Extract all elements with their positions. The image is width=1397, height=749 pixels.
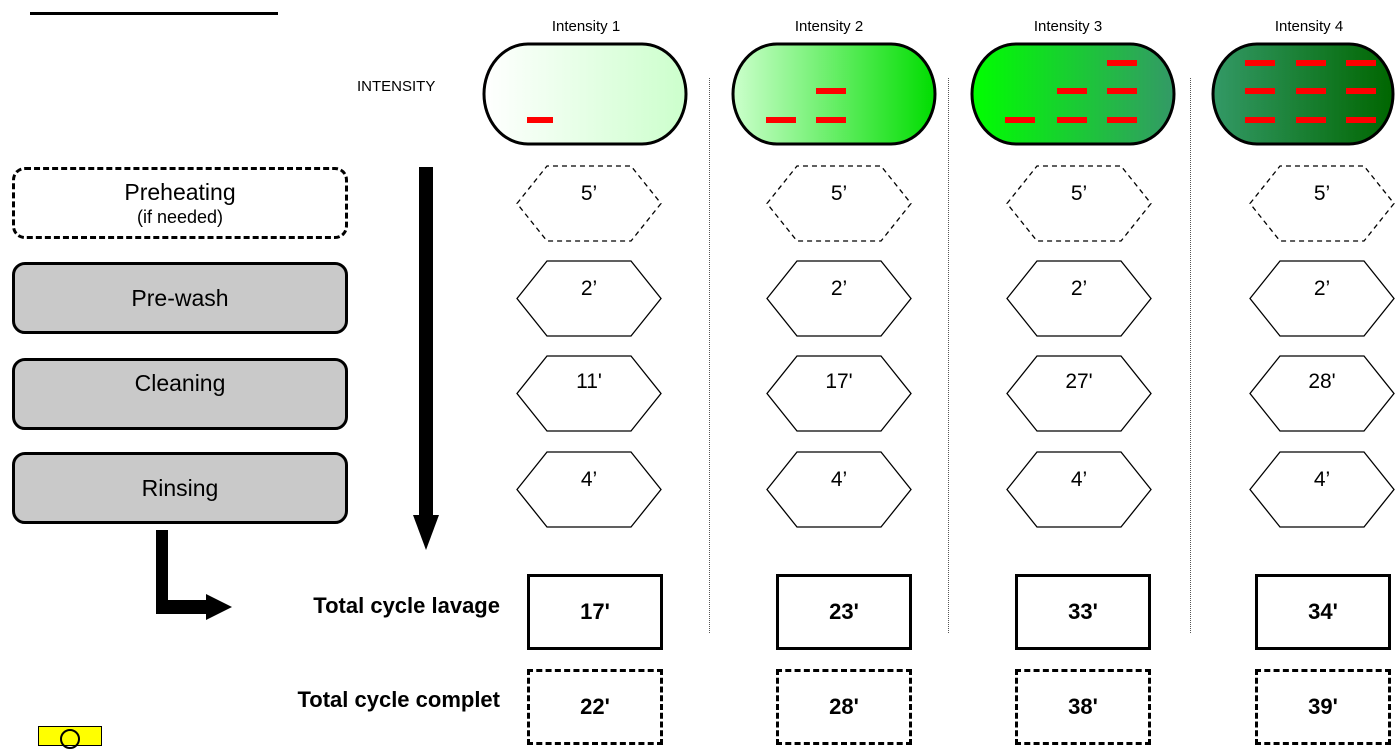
stage-cleaning: Cleaning: [12, 358, 348, 430]
time-hexagon: [766, 260, 912, 337]
total-complet-2: 28': [776, 669, 912, 745]
level-dash: [1296, 60, 1326, 66]
time-hexagon: [516, 355, 662, 432]
time-hexagon: [1006, 260, 1152, 337]
stage-time-prewash: 2’: [1313, 277, 1331, 300]
stage-time-cleaning: 27': [1065, 370, 1093, 393]
elbow-arrow-head: [206, 594, 232, 620]
stage-time-rinsing: 4’: [580, 468, 598, 491]
stage-time-preheat: 5’: [1313, 182, 1331, 205]
stage-time-preheat: 5’: [830, 182, 848, 205]
elbow-arrow-shaft: [156, 600, 208, 614]
column-title-2: Intensity 2: [794, 18, 864, 35]
stage-time-prewash: 2’: [580, 277, 598, 300]
time-hexagon: [766, 451, 912, 528]
total-lavage-3: 33': [1015, 574, 1151, 650]
total-lavage-label: Total cycle lavage: [313, 593, 500, 618]
column-title-1: Intensity 1: [551, 18, 621, 35]
total-complet-3: 38': [1015, 669, 1151, 745]
level-dash: [1346, 117, 1376, 123]
column-separator: [1190, 78, 1191, 633]
level-dash: [527, 117, 553, 123]
level-dash: [1107, 60, 1137, 66]
level-dash: [1296, 88, 1326, 94]
level-dash: [1245, 117, 1275, 123]
level-dash: [766, 117, 796, 123]
level-dash: [1245, 60, 1275, 66]
level-dash: [1057, 88, 1087, 94]
column-title-3: Intensity 3: [1033, 18, 1103, 35]
stage-prewash-label: Pre-wash: [131, 284, 229, 311]
time-hexagon: [516, 451, 662, 528]
elbow-arrow-shaft: [156, 530, 168, 614]
time-hexagon: [766, 355, 912, 432]
stage-time-cleaning: 11': [576, 370, 602, 393]
stage-rinsing: Rinsing: [12, 452, 348, 524]
stage-prewash: Pre-wash: [12, 262, 348, 334]
total-complet-label: Total cycle complet: [297, 687, 500, 712]
intensity-capsule-1: [482, 42, 688, 146]
time-hexagon: [1249, 165, 1395, 242]
total-complet-1: 22': [527, 669, 663, 745]
total-lavage-4: 34': [1255, 574, 1391, 650]
stage-time-rinsing: 4’: [1313, 468, 1331, 491]
level-dash: [1296, 117, 1326, 123]
total-complet-4: 39': [1255, 669, 1391, 745]
stage-preheating: Preheating (if needed): [12, 167, 348, 239]
total-lavage-2: 23': [776, 574, 912, 650]
stage-time-cleaning: 28': [1308, 370, 1336, 393]
level-dash: [1346, 88, 1376, 94]
time-hexagon: [1249, 355, 1395, 432]
stage-time-cleaning: 17': [825, 370, 853, 393]
level-dash: [1107, 88, 1137, 94]
time-hexagon: [1006, 165, 1152, 242]
column-title-4: Intensity 4: [1274, 18, 1344, 35]
stage-time-prewash: 2’: [830, 277, 848, 300]
stage-preheating-label: Preheating: [124, 178, 236, 205]
stage-preheating-note: (if needed): [136, 206, 224, 227]
time-hexagon: [516, 260, 662, 337]
stage-time-rinsing: 4’: [1070, 468, 1088, 491]
time-hexagon: [766, 165, 912, 242]
level-dash: [1005, 117, 1035, 123]
stage-time-prewash: 2’: [1070, 277, 1088, 300]
intensity-label: INTENSITY: [357, 78, 436, 95]
stage-cleaning-label: Cleaning: [134, 369, 226, 396]
stage-time-rinsing: 4’: [830, 468, 848, 491]
time-hexagon: [1006, 451, 1152, 528]
stage-rinsing-label: Rinsing: [141, 474, 219, 501]
level-dash: [1107, 117, 1137, 123]
time-hexagon: [1249, 260, 1395, 337]
caution-icon: [38, 726, 102, 749]
process-arrow-head: [413, 515, 439, 550]
column-separator: [948, 78, 949, 633]
time-hexagon: [1006, 355, 1152, 432]
time-hexagon: [516, 165, 662, 242]
process-arrow-shaft: [419, 167, 433, 517]
level-dash: [1057, 117, 1087, 123]
time-hexagon: [1249, 451, 1395, 528]
total-lavage-1: 17': [527, 574, 663, 650]
top-rule: [30, 0, 278, 15]
level-dash: [816, 88, 846, 94]
level-dash: [1346, 60, 1376, 66]
level-dash: [1245, 88, 1275, 94]
level-dash: [816, 117, 846, 123]
column-separator: [709, 78, 710, 633]
stage-time-preheat: 5’: [580, 182, 598, 205]
stage-time-preheat: 5’: [1070, 182, 1088, 205]
